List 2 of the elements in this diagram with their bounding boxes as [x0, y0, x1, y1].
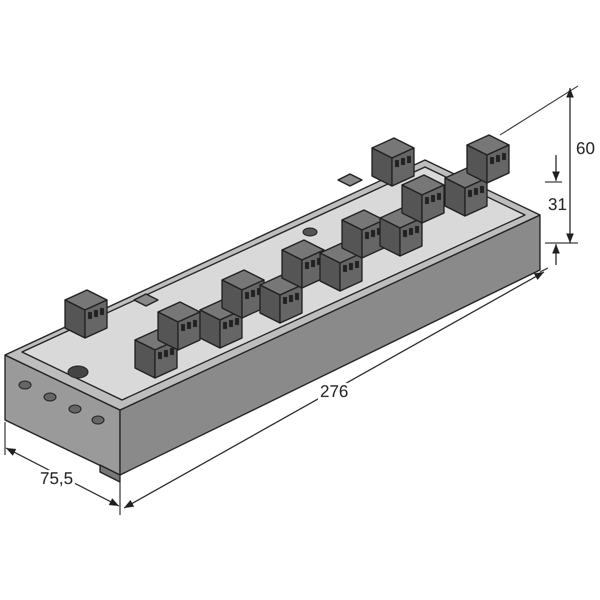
dimension-label: 75,5: [38, 470, 76, 488]
dimension-label: 276: [318, 383, 350, 401]
